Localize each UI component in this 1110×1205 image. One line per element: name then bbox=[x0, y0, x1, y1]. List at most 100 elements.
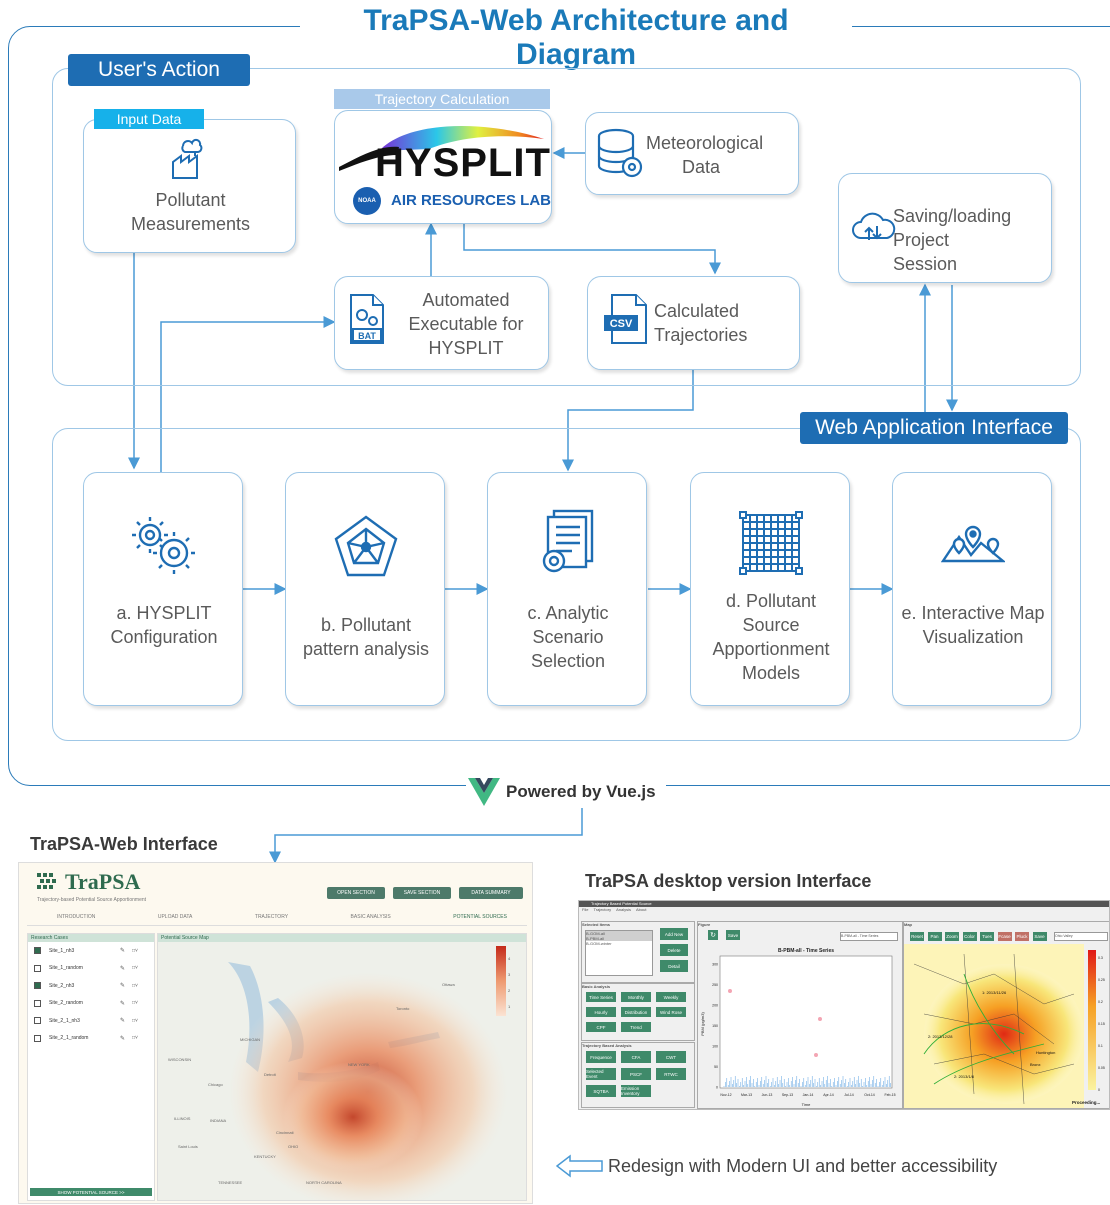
colorbar-tick: 0 bbox=[1098, 1088, 1100, 1092]
delete-icon[interactable]: □˅ bbox=[132, 982, 138, 989]
figure-dropdown[interactable]: B-PBM-all - Time Series bbox=[840, 932, 898, 941]
x-tick-label: Jan-14 bbox=[803, 1093, 814, 1097]
edit-icon[interactable]: ✎ bbox=[120, 983, 126, 990]
menu-about[interactable]: About bbox=[636, 907, 647, 912]
chart-points bbox=[723, 989, 891, 1087]
selected-items-list[interactable]: B-GOM-all B-PBM-all B-GOM-winter bbox=[585, 930, 653, 976]
add-new-button[interactable]: Add New bbox=[660, 928, 688, 940]
analysis-button[interactable]: Trend bbox=[621, 1022, 651, 1032]
analysis-button[interactable]: Monthly bbox=[621, 992, 651, 1002]
desktop-interface-title: TraPSA desktop version Interface bbox=[585, 871, 872, 891]
tab-trajectory[interactable]: TRAJECTORY bbox=[254, 914, 289, 920]
analysis-button[interactable]: Time Series bbox=[586, 992, 616, 1002]
tab-introduction[interactable]: INTRODUCTION bbox=[57, 914, 96, 920]
delete-icon[interactable]: □˅ bbox=[132, 965, 138, 972]
case-row[interactable]: Site_2_1_nh3✎□˅ bbox=[28, 1012, 154, 1030]
proceeding-status: Proceeding... bbox=[1072, 1100, 1101, 1105]
menu-file[interactable]: File bbox=[582, 907, 589, 912]
checkbox-unchecked[interactable] bbox=[34, 964, 41, 972]
map-place-label: Ottawa bbox=[442, 982, 455, 987]
tab-upload-data[interactable]: UPLOAD DATA bbox=[157, 914, 193, 920]
map-tool-button[interactable]: Tues bbox=[980, 932, 994, 941]
analysis-button-label: CPF bbox=[596, 1024, 606, 1030]
analysis-button[interactable]: Wind Rose bbox=[656, 1007, 686, 1017]
checkbox-checked[interactable] bbox=[34, 982, 41, 990]
case-row[interactable]: Site_2_1_random✎□˅ bbox=[28, 1030, 154, 1048]
save-section-button[interactable]: SAVE SECTION bbox=[393, 887, 451, 899]
edit-icon[interactable]: ✎ bbox=[120, 1018, 126, 1025]
desktop-titlebar: Trajectory Based Potential Source bbox=[579, 901, 1109, 907]
map-tool-button[interactable]: Reset bbox=[910, 932, 924, 941]
analysis-button[interactable]: CFA bbox=[621, 1051, 651, 1063]
analysis-button[interactable]: Frequence bbox=[586, 1051, 616, 1063]
map-tool-button[interactable]: Fcase bbox=[997, 932, 1012, 941]
web-interface-panel bbox=[52, 428, 1081, 741]
delete-button[interactable]: Delete bbox=[660, 944, 688, 956]
edit-icon[interactable]: ✎ bbox=[120, 1000, 126, 1007]
delete-icon[interactable]: □˅ bbox=[132, 947, 138, 954]
refresh-icon[interactable]: ↻ bbox=[708, 930, 718, 940]
map-pin-icon bbox=[941, 525, 1005, 563]
map-tool-button[interactable]: Save bbox=[1032, 932, 1047, 941]
add-new-label: Add New bbox=[664, 931, 684, 937]
analysis-button[interactable]: Emission Inventory bbox=[621, 1085, 651, 1097]
menu-trajectory[interactable]: Trajectory bbox=[593, 907, 612, 912]
data-summary-button[interactable]: DATA SUMMARY bbox=[459, 887, 523, 899]
show-potential-source-button[interactable]: SHOW POTENTIAL SOURCE >> bbox=[30, 1188, 152, 1196]
step-e-text: e. Interactive Map Visualization bbox=[901, 603, 1045, 647]
tab-potential-sources[interactable]: POTENTIAL SOURCES bbox=[453, 914, 507, 920]
analysis-button[interactable]: Hourly bbox=[586, 1007, 616, 1017]
checkbox-checked[interactable] bbox=[34, 947, 41, 955]
case-row[interactable]: Site_1_nh3✎□˅ bbox=[28, 942, 154, 960]
case-name: Site_1_random bbox=[49, 965, 83, 972]
figure-save-button[interactable]: Save bbox=[726, 930, 740, 940]
web-interface-label: Web Application Interface bbox=[800, 412, 1068, 444]
map-tool-button[interactable]: Pluck bbox=[1015, 932, 1029, 941]
document-gear-icon bbox=[542, 509, 594, 573]
potential-source-map[interactable]: Potential Source Map bbox=[157, 933, 527, 1201]
edit-icon[interactable]: ✎ bbox=[120, 948, 126, 955]
analysis-button-label: CFA bbox=[631, 1054, 641, 1060]
analysis-button[interactable]: Distribution bbox=[621, 1007, 651, 1017]
basic-analysis-label: Basic Analysis bbox=[582, 984, 611, 989]
analysis-button[interactable]: RTWC bbox=[656, 1068, 686, 1080]
checkbox-unchecked[interactable] bbox=[34, 999, 41, 1007]
trapsa-logo-text: TraPSA bbox=[65, 869, 141, 894]
menu-analysis[interactable]: Analysis bbox=[616, 907, 631, 912]
powered-by-text: Powered by Vue.js bbox=[506, 782, 656, 801]
delete-icon[interactable]: □˅ bbox=[132, 1000, 138, 1007]
map-tool-label: Reset bbox=[911, 934, 923, 939]
list-item[interactable]: B-GOM-winter bbox=[586, 941, 612, 946]
colorbar-tick: 0.25 bbox=[1098, 978, 1105, 982]
analysis-button[interactable]: PSCF bbox=[621, 1068, 651, 1080]
analysis-button-label: Weekly bbox=[663, 994, 679, 1000]
analysis-button[interactable]: CPF bbox=[586, 1022, 616, 1032]
detail-button[interactable]: Detail bbox=[660, 960, 688, 972]
selected-items-label: Selected Items bbox=[582, 922, 611, 927]
analysis-button-label: CWT bbox=[665, 1054, 677, 1060]
checkbox-unchecked[interactable] bbox=[34, 1017, 41, 1025]
case-row[interactable]: Site_2_random✎□˅ bbox=[28, 995, 154, 1013]
delete-icon[interactable]: □˅ bbox=[132, 1017, 138, 1024]
analysis-button[interactable]: CWT bbox=[656, 1051, 686, 1063]
checkbox-unchecked[interactable] bbox=[34, 1034, 41, 1042]
trapsa-logo-subtitle: Trajectory-based Potential Source Apport… bbox=[37, 897, 147, 903]
list-item[interactable]: B-GOM-all bbox=[586, 931, 652, 936]
map-tool-button[interactable]: Color bbox=[962, 932, 977, 941]
case-row[interactable]: Site_1_random ✎ □˅ bbox=[28, 960, 154, 978]
analysis-button[interactable]: SQTBA bbox=[586, 1085, 616, 1097]
delete-icon[interactable]: □˅ bbox=[132, 1035, 138, 1042]
map-region-dropdown[interactable]: Ohio Valley bbox=[1054, 932, 1108, 941]
map-tool-button[interactable]: Pan bbox=[927, 932, 942, 941]
web-tab-bar: INTRODUCTION UPLOAD DATA TRAJECTORY BASI… bbox=[27, 909, 527, 926]
edit-icon[interactable]: ✎ bbox=[120, 1035, 126, 1042]
case-row[interactable]: Site_2_nh3✎□˅ bbox=[28, 977, 154, 995]
list-item[interactable]: B-PBM-all bbox=[586, 936, 652, 941]
tab-basic-analysis[interactable]: BASIC ANALYSIS bbox=[350, 914, 391, 920]
map-place-label: TENNESSEE bbox=[218, 1180, 243, 1185]
edit-icon[interactable]: ✎ bbox=[120, 965, 126, 972]
map-tool-button[interactable]: Zoom bbox=[945, 932, 959, 941]
analysis-button[interactable]: Weekly bbox=[656, 992, 686, 1002]
open-section-button[interactable]: OPEN SECTION bbox=[327, 887, 385, 899]
analysis-button[interactable]: Selected Event bbox=[586, 1068, 616, 1080]
